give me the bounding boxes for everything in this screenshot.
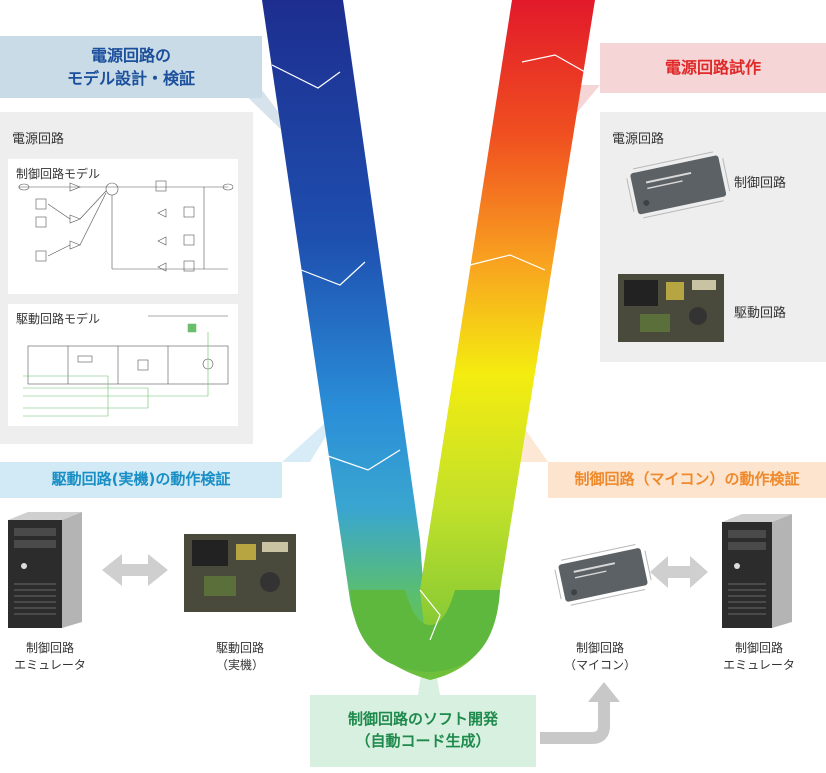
right-emulator-caption: 制御回路 エミュレータ — [714, 640, 804, 674]
software-development-banner: 制御回路のソフト開発 （自動コード生成） — [310, 695, 536, 767]
